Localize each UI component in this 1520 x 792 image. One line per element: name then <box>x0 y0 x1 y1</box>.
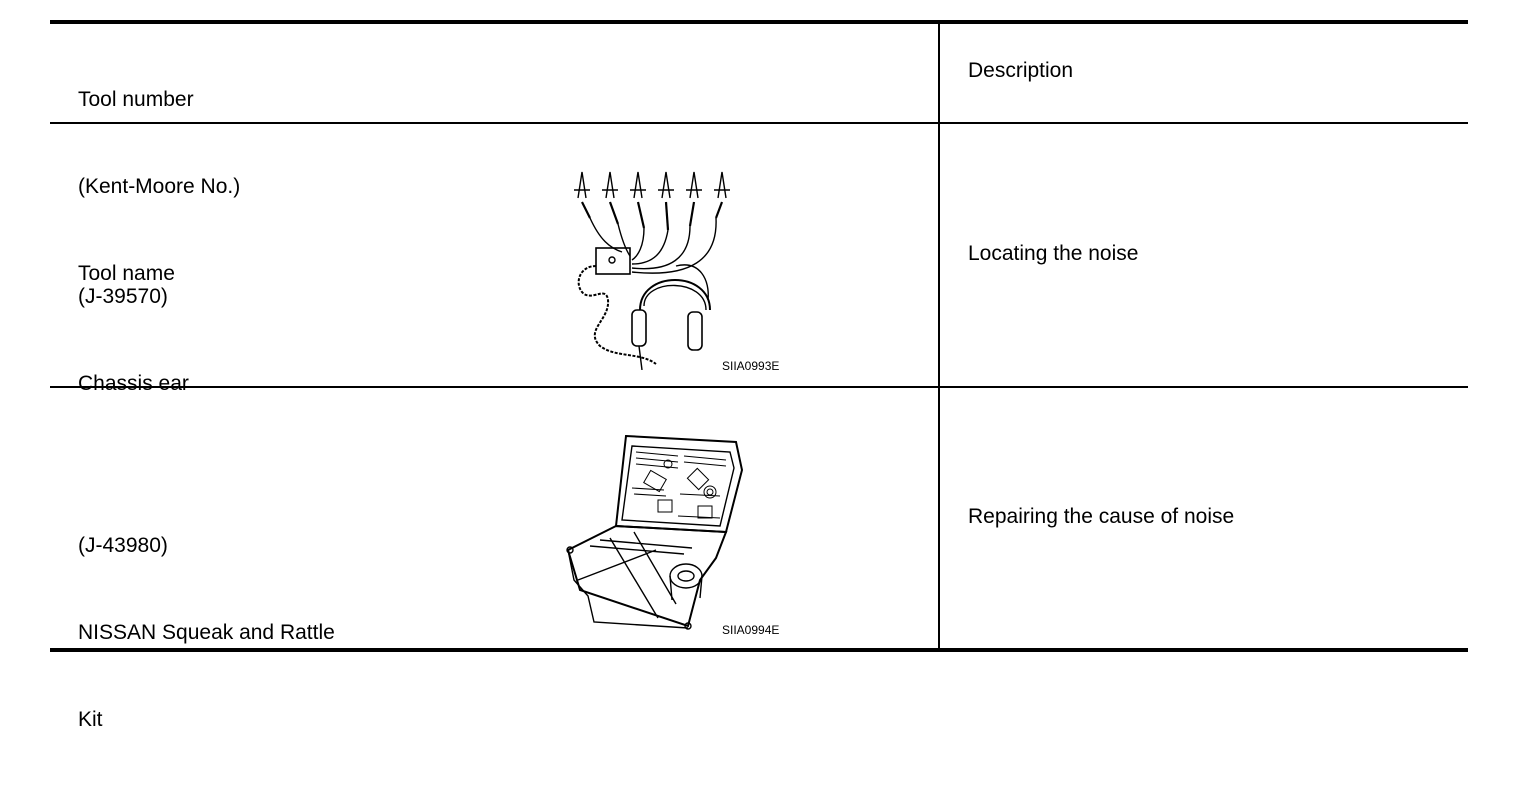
squeak-rattle-kit-icon <box>566 434 744 630</box>
tool-number: (J-43980) <box>78 534 168 557</box>
table-bottom-border <box>50 648 1468 652</box>
table-top-border <box>50 20 1468 24</box>
figure-label: SIIA0993E <box>722 359 780 373</box>
description: Repairing the cause of noise <box>968 505 1235 528</box>
header-kent-moore: (Kent-Moore No.) <box>78 175 241 198</box>
tool-name: Chassis ear <box>78 372 189 395</box>
table-row: (J-39570) Chassis ear <box>78 224 189 456</box>
tool-name-line1: NISSAN Squeak and Rattle <box>78 621 335 644</box>
tool-name-line2: Kit <box>78 708 103 731</box>
description: Locating the noise <box>968 242 1139 265</box>
row-divider <box>50 386 1468 388</box>
header-tool-number: Tool number <box>78 88 194 111</box>
figure-label: SIIA0994E <box>722 623 780 637</box>
header-tool-name: Tool name <box>78 262 175 285</box>
header-description: Description <box>968 59 1074 82</box>
column-divider <box>938 22 940 650</box>
header-divider <box>50 122 1468 124</box>
tool-number: (J-39570) <box>78 285 168 308</box>
table-row: (J-43980) NISSAN Squeak and Rattle Kit <box>78 473 335 792</box>
chassis-ear-icon <box>574 171 730 370</box>
header-tool-column: Tool number (Kent-Moore No.) Tool name <box>78 27 240 346</box>
